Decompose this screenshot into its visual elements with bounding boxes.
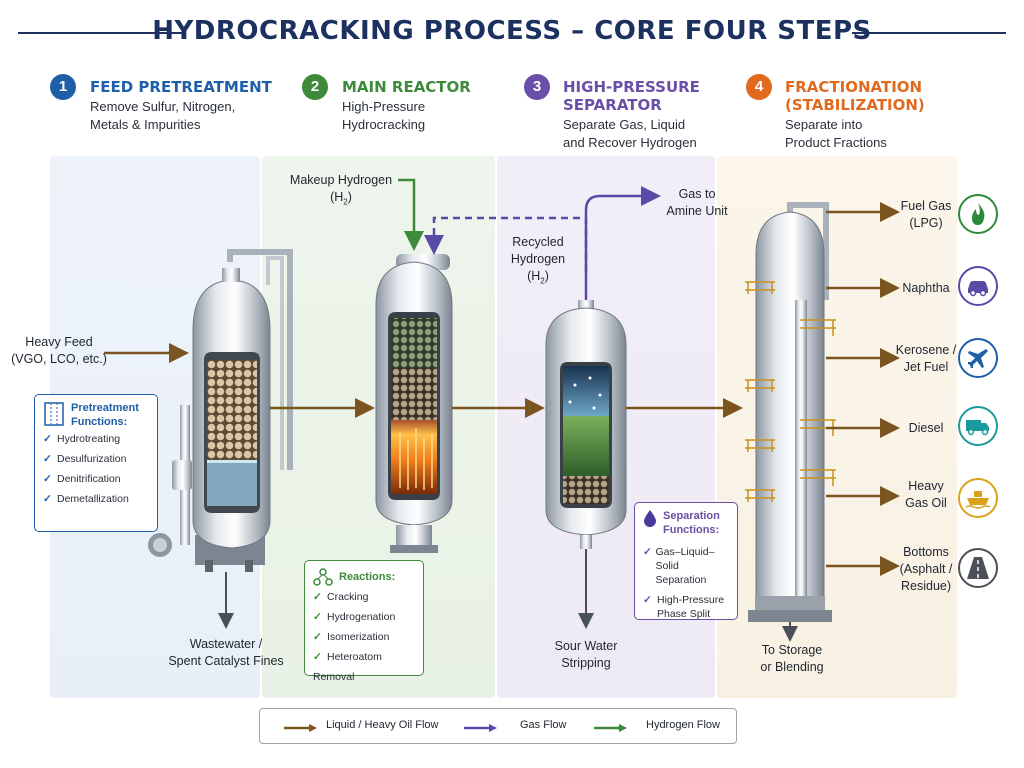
legend-hydrogen-swatch: [594, 724, 627, 732]
step-2-title: MAIN REACTOR: [342, 78, 471, 96]
title-rule-left: [18, 32, 186, 34]
molecule-icon: [313, 568, 333, 586]
airplane-icon: [958, 338, 998, 378]
truck-icon: [958, 406, 998, 446]
legend-hydrogen-label: Hydrogen Flow: [646, 719, 720, 731]
flame-icon: [958, 194, 998, 234]
step-2-number: 2: [302, 74, 328, 100]
legend-gas-swatch: [464, 724, 497, 732]
droplet-icon: [644, 510, 656, 527]
reactor-vessel: [375, 254, 453, 553]
pretreatment-item: ✓Hydrotreating: [43, 433, 121, 445]
step-1-title: FEED PRETREATMENT: [90, 78, 272, 96]
pretreatment-vessel: [148, 249, 293, 572]
ship-icon: [958, 478, 998, 518]
product-diesel: Diesel: [908, 421, 944, 435]
reaction-item: ✓Hydrogenation: [313, 611, 396, 623]
pretreatment-item: ✓Desulfurization: [43, 453, 127, 465]
filter-icon: [44, 402, 64, 426]
step-1-number: 1: [50, 74, 76, 100]
legend-liquid-swatch: [284, 724, 317, 732]
reaction-item: ✓Heteroatom Removal: [313, 651, 382, 683]
reaction-item: ✓Isomerization: [313, 631, 390, 643]
product-fuel-gas: Fuel Gas(LPG): [900, 199, 952, 230]
page-title: HYDROCRACKING PROCESS – CORE FOUR STEPS: [152, 16, 872, 46]
legend-gas-label: Gas Flow: [520, 719, 567, 731]
pretreatment-item: ✓Demetallization: [43, 493, 129, 505]
step-4-number: 4: [746, 74, 772, 100]
pretreatment-item: ✓Denitrification: [43, 473, 121, 485]
reactions-box: Reactions: ✓Cracking ✓Hydrogenation ✓Iso…: [304, 560, 424, 683]
fractionation-column: [745, 202, 836, 622]
wastewater-label: Wastewater /Spent Catalyst Fines: [168, 637, 284, 668]
step-3-number: 3: [524, 74, 550, 100]
step-1-desc: Remove Sulfur, Nitrogen,Metals & Impurit…: [90, 99, 236, 132]
title-rule-right: [852, 32, 1006, 34]
legend: Liquid / Heavy Oil Flow Gas Flow Hydroge…: [259, 708, 737, 744]
step-4-title: FRACTIONATION(STABILIZATION): [785, 78, 925, 114]
reaction-item: ✓Cracking: [313, 591, 369, 603]
product-kerosene: Kerosene /Jet Fuel: [895, 343, 957, 374]
legend-liquid-label: Liquid / Heavy Oil Flow: [326, 719, 439, 731]
separator-vessel: [545, 300, 627, 549]
makeup-hydrogen-label: Makeup Hydrogen (H2): [289, 173, 393, 207]
heavy-feed-label: Heavy Feed(VGO, LCO, etc.): [11, 335, 107, 366]
product-bottoms: Bottoms(Asphalt /Residue): [899, 545, 953, 593]
product-naphtha: Naphtha: [902, 281, 950, 295]
car-icon: [958, 266, 998, 306]
road-icon: [958, 548, 998, 588]
